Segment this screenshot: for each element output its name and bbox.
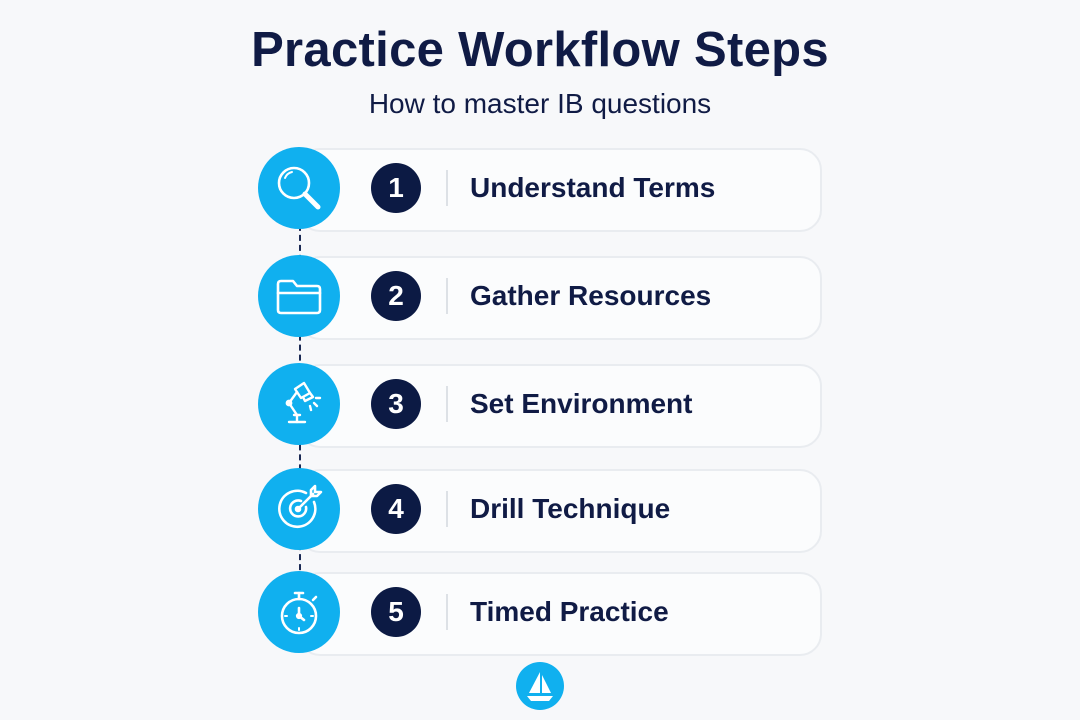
- page-subtitle: How to master IB questions: [368, 88, 712, 119]
- stopwatch-icon: [258, 571, 340, 653]
- workflow-step-1: 1 Understand Terms: [258, 147, 822, 232]
- step-label: Set Environment: [470, 388, 693, 419]
- folder-icon: [258, 255, 340, 337]
- step-label: Understand Terms: [470, 172, 716, 203]
- step-divider: [446, 491, 448, 527]
- target-icon: [258, 468, 340, 550]
- workflow-step-2: 2 Gather Resources: [258, 255, 822, 340]
- step-label: Gather Resources: [470, 280, 712, 311]
- desk-lamp-icon: [258, 363, 340, 445]
- step-divider: [446, 278, 448, 314]
- step-number-badge: 5: [371, 587, 421, 637]
- workflow-step-5: 5 Timed Practice: [258, 571, 822, 656]
- step-card: [298, 364, 822, 448]
- step-number-badge: 2: [371, 271, 421, 321]
- sailboat-icon: [516, 662, 564, 710]
- page-title: Practice Workflow Steps: [251, 23, 829, 77]
- magnifying-glass-icon: [258, 147, 340, 229]
- step-label: Drill Technique: [470, 493, 671, 524]
- step-number-badge: 4: [371, 484, 421, 534]
- workflow-step-4: 4 Drill Technique: [258, 468, 822, 553]
- step-label: Timed Practice: [470, 596, 669, 627]
- workflow-step-3: 3 Set Environment: [258, 363, 822, 448]
- step-divider: [446, 386, 448, 422]
- step-number-badge: 1: [371, 163, 421, 213]
- step-number-badge: 3: [371, 379, 421, 429]
- step-divider: [446, 594, 448, 630]
- step-divider: [446, 170, 448, 206]
